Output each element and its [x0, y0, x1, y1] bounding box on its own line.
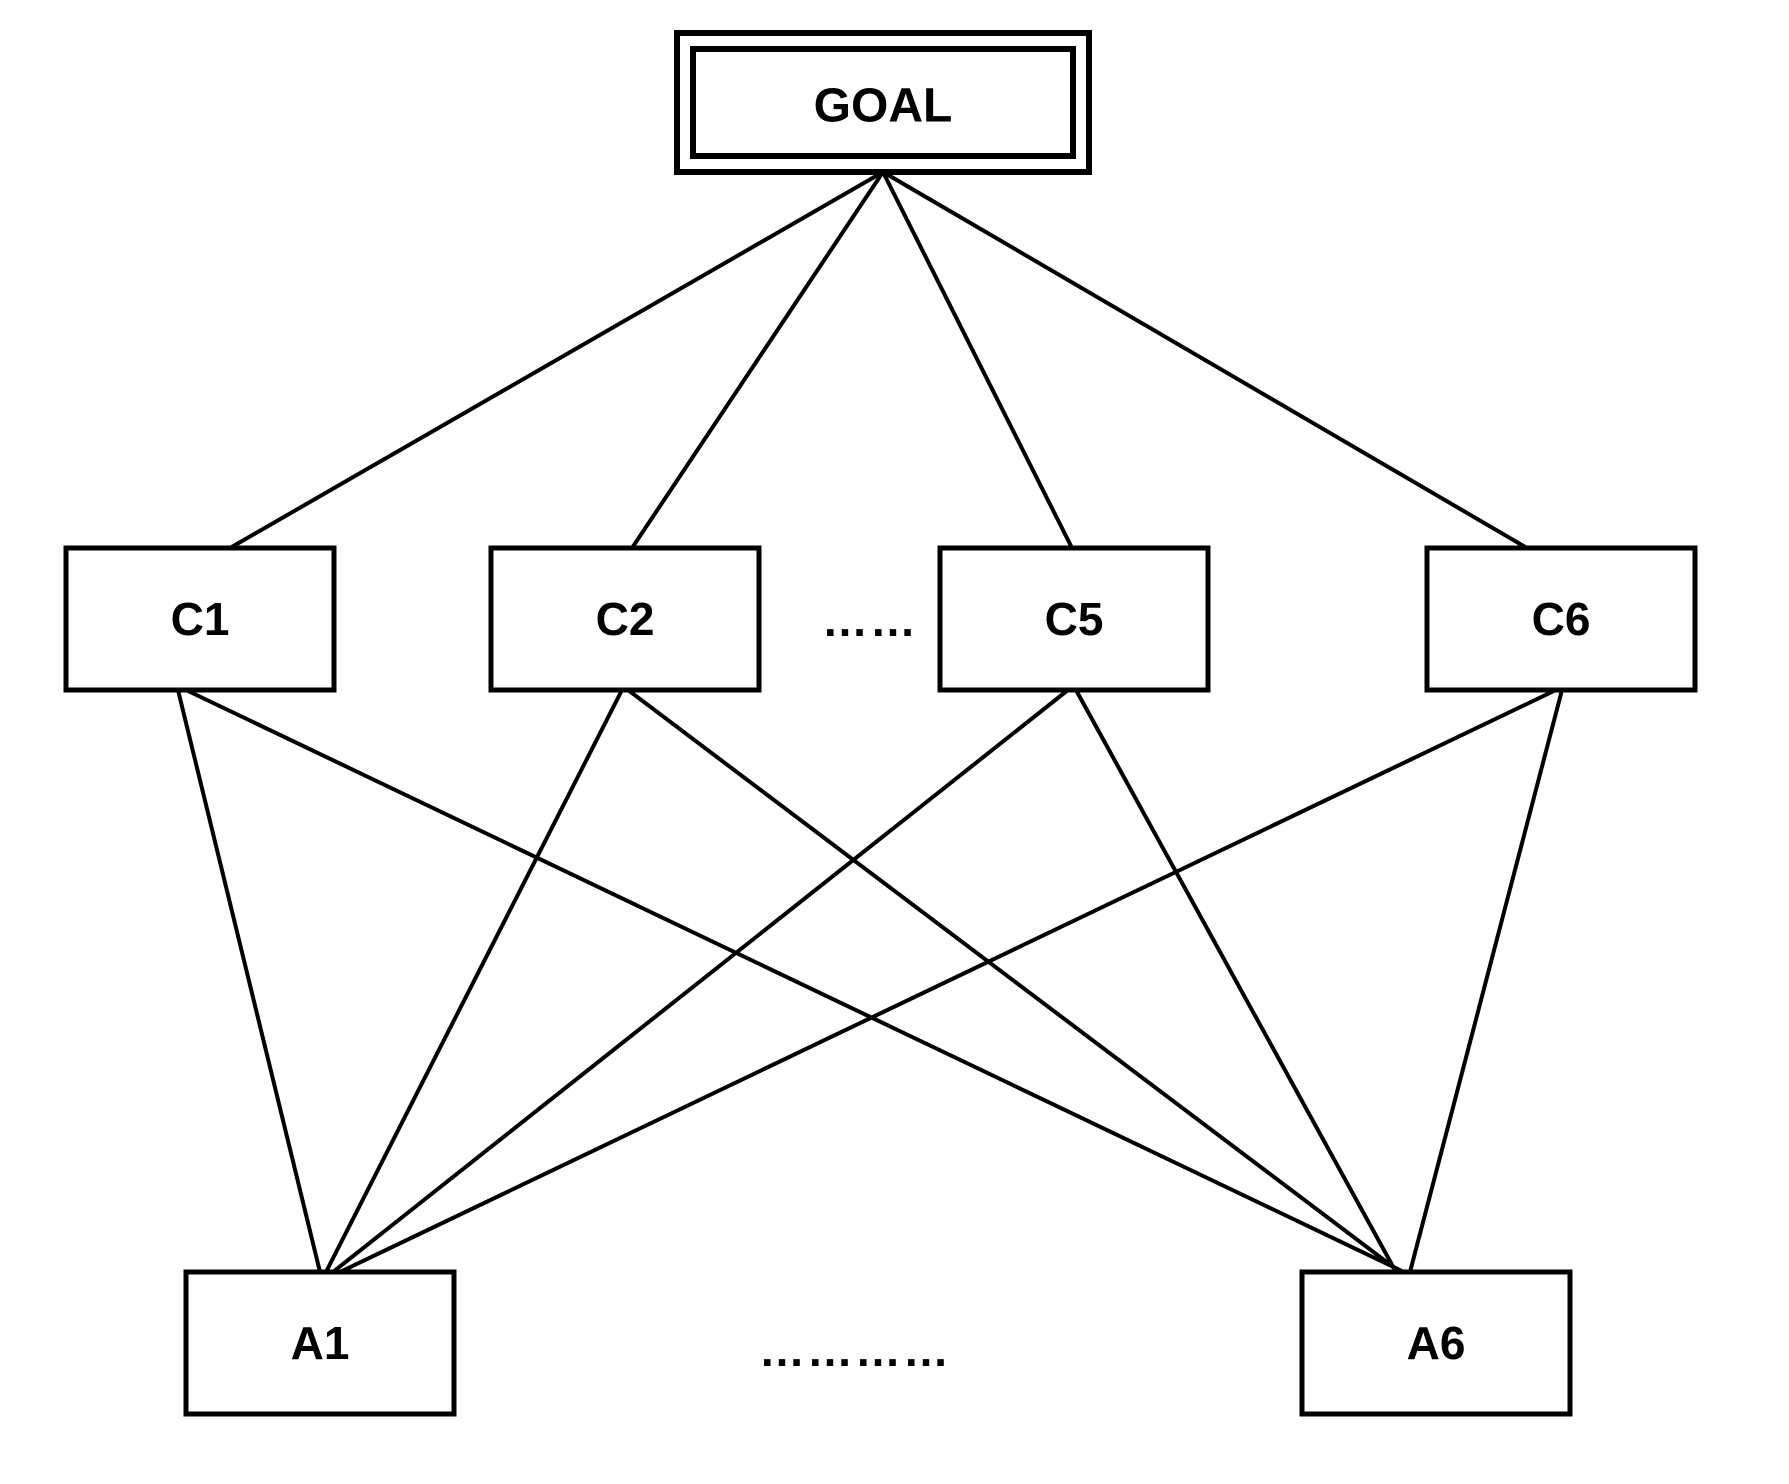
node-c5[interactable]: C5 [937, 545, 1211, 693]
c6-label: C6 [1532, 593, 1591, 645]
node-goal[interactable]: GOAL [674, 30, 1092, 175]
c1-label: C1 [171, 593, 230, 645]
a1-label: A1 [291, 1317, 350, 1369]
edge-c1-a1 [176, 689, 322, 1273]
edge-goal-c5 [881, 171, 1074, 549]
edges-goal-to-criteria [229, 170, 1529, 550]
edge-c2-a1 [324, 689, 624, 1273]
edge-c6-a6 [1408, 689, 1564, 1273]
c5-box [937, 545, 1211, 693]
edge-goal-c6 [881, 170, 1529, 550]
c6-box [1424, 545, 1698, 693]
c2-box [488, 545, 762, 693]
edge-c2-a6 [626, 688, 1402, 1274]
node-c2[interactable]: C2 [488, 545, 762, 693]
a6-label: A6 [1407, 1317, 1466, 1369]
node-c1[interactable]: C1 [63, 545, 337, 693]
goal-label: GOAL [814, 80, 953, 133]
edge-c6-a1 [339, 688, 1557, 1274]
node-a1[interactable]: A1 [183, 1269, 457, 1417]
a6-box [1299, 1269, 1573, 1417]
node-a6[interactable]: A6 [1299, 1269, 1573, 1417]
alternatives-ellipsis: ………… [759, 1324, 951, 1376]
edge-goal-c2 [630, 170, 885, 550]
edge-c1-a6 [185, 688, 1405, 1274]
a1-box [183, 1269, 457, 1417]
edge-c5-a1 [331, 688, 1070, 1274]
edge-c5-a6 [1074, 689, 1398, 1273]
edge-goal-c1 [229, 170, 884, 550]
goal-inner-border [690, 46, 1076, 159]
c1-box [63, 545, 337, 693]
edges-criteria-to-alternatives [176, 688, 1564, 1274]
criteria-ellipsis: …… [822, 594, 918, 646]
c2-label: C2 [596, 593, 655, 645]
node-c6[interactable]: C6 [1424, 545, 1698, 693]
c5-label: C5 [1045, 593, 1104, 645]
